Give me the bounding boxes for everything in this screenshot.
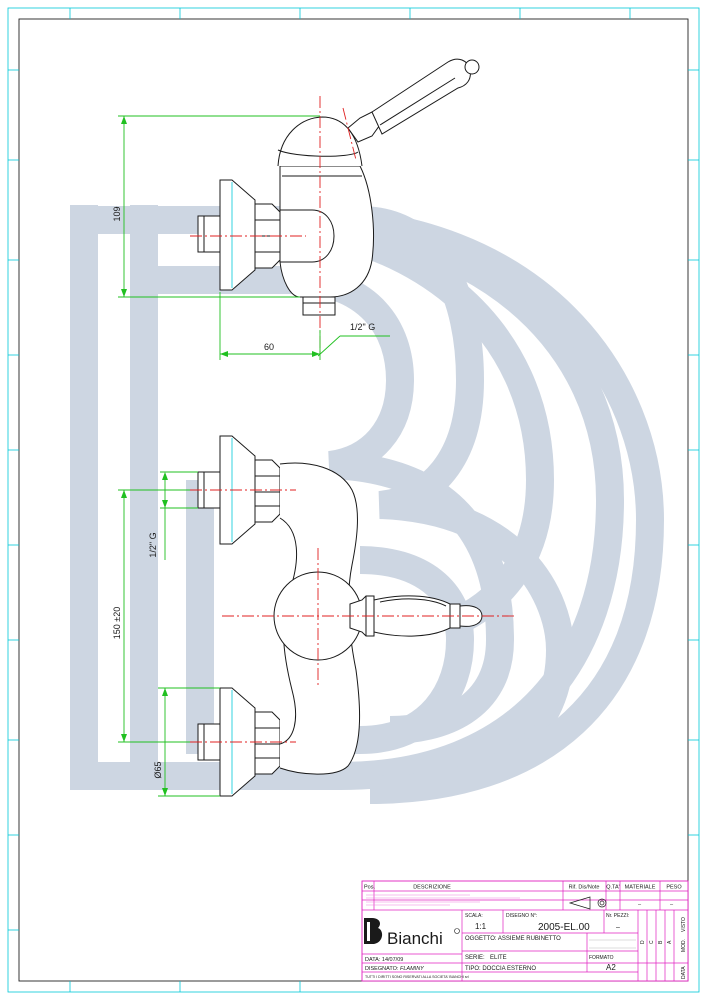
dimension-labels: 109 1/2" G 60 1/2" G 150 ±20 Ø65 [112,206,375,778]
tb-dash-2: – [670,902,674,908]
tb-header-qta: Q.TA' [606,885,619,891]
dimension-arrows [121,116,320,796]
tb-scala-label: SCALA: [465,913,483,919]
tb-rev-d: D [640,940,646,944]
tb-formato-label: FORMATO [589,955,614,961]
tb-oggetto: OGGETTO: ASSIEME RUBINETTO [465,936,561,942]
tb-mod-label: MOD. [681,939,687,952]
tb-data: DATA: 14/07/09 [365,957,403,963]
bottom-view-centerlines [190,489,515,743]
tb-tipo: TIPO: DOCCIA ESTERNO [465,966,536,972]
tb-formato-value: A2 [606,963,616,972]
tb-rev-c: C [649,940,655,944]
title-block: Pos. DESCRIZIONE Rif. Dis/Note Q.TA' MAT… [361,880,689,982]
tb-serie-value: ELITE [490,955,507,961]
tb-header-materiale: MATERIALE [625,885,656,891]
tb-scala-value: 1:1 [475,922,487,931]
dim-thread-bottom: 1/2" G [148,532,158,557]
watermark-logo [70,205,665,804]
tb-header-pos: Pos. [364,885,375,891]
dim-diameter: Ø65 [153,761,163,778]
tb-disegnato-value: FLAMINY [400,966,424,972]
sheet-frame [7,7,700,993]
tb-rev-a: A [667,940,673,944]
tb-disegnato-label: DISEGNATO: [365,966,399,972]
tb-disegno-value: 2005-EL.00 [538,922,590,933]
tb-serie-label: SERIE: [465,955,485,961]
projection-symbol [568,896,607,910]
tb-data-label: DATA [681,966,687,979]
tb-pezzi-value: – [616,924,620,931]
top-view-centerlines [190,96,357,356]
dim-spacing: 150 ±20 [112,607,122,639]
tb-disegno-label: DISEGNO N°: [506,913,537,919]
tb-header-rif: Rif. Dis/Note [569,885,600,891]
bianchi-logo: Bianchi [364,918,460,948]
tb-rev-b: B [658,940,664,944]
tb-header-peso: PESO [666,885,682,891]
tb-pezzi-label: Nr. PEZZI: [606,913,629,919]
dim-width-60: 60 [264,342,274,352]
top-view [197,58,480,316]
tb-copyright: TUTTI I DIRITTI SONO RISERVATI ALLA SOCI… [365,975,469,979]
tb-brand: Bianchi [387,929,443,948]
dim-thread-top: 1/2" G [350,322,375,332]
tb-header-descrizione: DESCRIZIONE [413,885,451,891]
tb-visto-label: VISTO [681,917,687,932]
dim-height-top: 109 [112,206,122,221]
dimension-lines [118,115,390,797]
tb-dash-1: – [638,902,642,908]
